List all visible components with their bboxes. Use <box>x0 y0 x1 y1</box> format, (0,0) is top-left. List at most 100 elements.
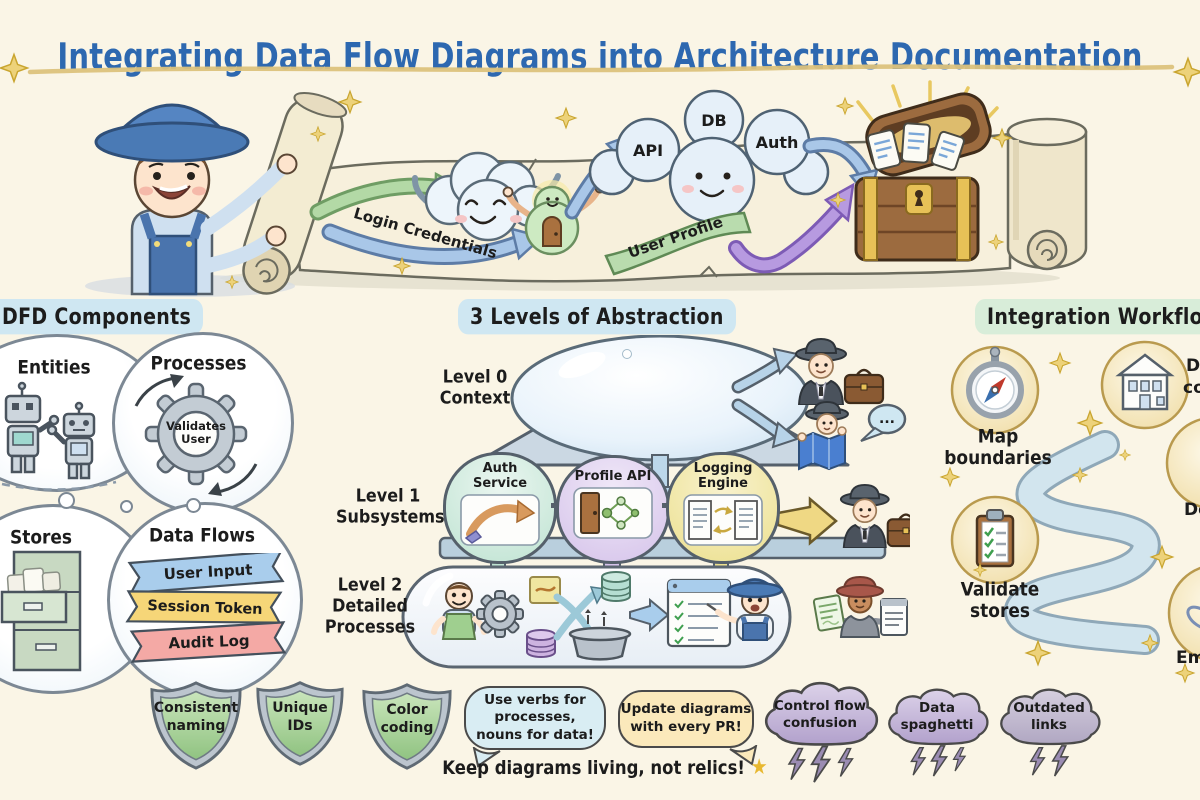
label-partial-top2: co <box>1183 378 1200 398</box>
river-path <box>1004 430 1161 655</box>
cloud-label-auth: Auth <box>756 133 799 152</box>
lightning-icon <box>910 745 967 777</box>
gear-label: Validates User <box>165 419 227 447</box>
profile-api-icon <box>573 487 653 539</box>
hero-illustration: Login Credentials <box>85 80 1088 297</box>
clipboard-icon <box>950 495 1040 585</box>
cloud-character <box>411 151 561 242</box>
document-icon <box>734 499 758 540</box>
banner-audit-log: Audit Log <box>168 632 250 653</box>
label-partial-mid: De <box>1184 500 1200 520</box>
worker-boy-icon <box>431 582 487 640</box>
flow-graph-icon <box>606 500 636 526</box>
scroll-roll <box>1006 117 1088 271</box>
sparkle-icon <box>1077 410 1103 436</box>
banner-user-input: User Input <box>163 561 253 584</box>
label-validate-stores: Validate stores <box>960 579 1040 623</box>
banner-session-token: Session Token <box>147 598 263 618</box>
label-processes: Processes <box>150 353 247 375</box>
auth-hut <box>502 180 606 256</box>
sparkle-icon <box>1025 640 1051 666</box>
shield-icon <box>150 681 242 770</box>
hand-icon <box>464 529 483 544</box>
ellipsis-label: ... <box>879 411 895 427</box>
database-icon <box>601 571 631 602</box>
door-icon <box>542 216 562 247</box>
section-heading-levels: 3 Levels of Abstraction <box>458 299 736 335</box>
document-icon <box>688 499 712 540</box>
bubble-tail <box>472 747 501 768</box>
process-scene <box>431 571 784 661</box>
map-reader-icon <box>797 400 849 471</box>
tip-update-bubble: Update diagrams with every PR! <box>618 690 754 748</box>
thought-dot <box>120 500 133 513</box>
label-stores: Stores <box>9 527 73 549</box>
database-icon <box>526 629 556 658</box>
checklist-window-icon <box>666 578 732 648</box>
bubble-tail <box>729 745 758 766</box>
title-underline <box>0 53 1200 87</box>
label-map-boundaries: Map boundaries <box>944 426 1052 470</box>
external-arrows <box>731 347 800 449</box>
auth-service-icon <box>460 494 540 546</box>
cloud-label-db: DB <box>701 111 726 130</box>
subsystem-profile-api: Profile API <box>556 455 670 564</box>
tablet-icon <box>880 598 908 636</box>
label-partial-top: D <box>1186 356 1200 376</box>
gear-icon <box>476 590 524 638</box>
sparkle-icon <box>555 107 577 129</box>
star-icon: ★ <box>750 754 768 780</box>
file-cabinet-icon <box>0 550 82 672</box>
sparkle-icon <box>836 97 854 115</box>
businessman-icon <box>839 483 910 548</box>
label-partial-bottom: Emb <box>1176 648 1200 668</box>
sparkle-icon <box>940 467 960 487</box>
workflow-step-partial <box>1165 418 1200 508</box>
cloud-label-api: API <box>633 141 663 160</box>
thought-dot <box>58 492 75 509</box>
thought-dot <box>186 498 201 513</box>
label-profile-api: Profile API <box>574 469 652 484</box>
door-icon <box>580 491 600 534</box>
speech-bubble: ... <box>860 403 907 442</box>
boy-with-scroll <box>94 103 298 296</box>
lightning-icon <box>1029 745 1070 777</box>
cycle-arrow-icon <box>134 376 258 494</box>
connector <box>551 503 558 508</box>
document-tags <box>866 122 965 171</box>
yellow-arrow <box>776 496 838 546</box>
treasure-chest-icon <box>854 80 999 262</box>
block-arrow <box>629 597 670 633</box>
building-icon <box>1100 340 1190 430</box>
section-heading-dfd: DFD Components <box>0 299 204 335</box>
sparkle-icon <box>1119 449 1131 461</box>
system-cloud-cluster: API DB Auth <box>588 89 830 224</box>
label-entities: Entities <box>17 357 91 379</box>
logging-engine-icon <box>683 494 763 546</box>
pot-icon <box>568 609 632 661</box>
note-icon <box>529 576 561 604</box>
paperclip-icon <box>1186 605 1200 631</box>
sparkle-icon <box>0 53 29 83</box>
storm-cloud-icon <box>764 681 879 783</box>
dataflow-banners: User Input Session Token Audit Log <box>125 553 287 663</box>
shield-icon <box>362 683 452 770</box>
levels-illustration: ... <box>401 335 910 669</box>
connector <box>662 503 669 508</box>
map-icon <box>798 431 846 471</box>
gear-icon <box>134 374 258 496</box>
